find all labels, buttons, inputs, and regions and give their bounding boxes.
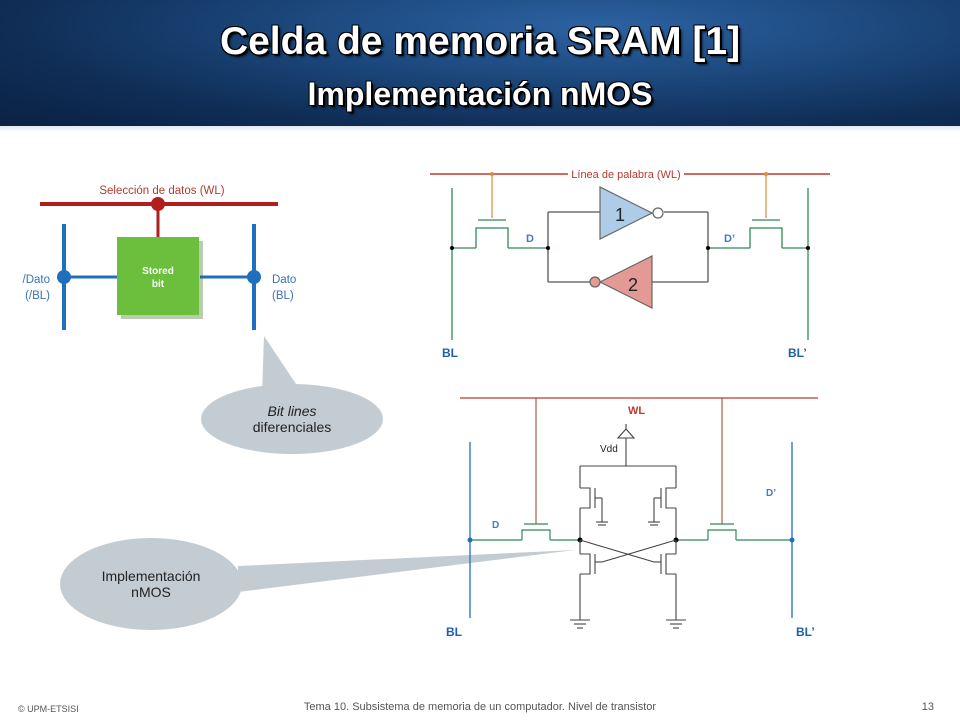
node-d-label: D: [526, 233, 534, 245]
bl-label: BL: [446, 625, 462, 639]
nmos-callout-line2: nMOS: [131, 584, 171, 600]
pulldown-right-body: [665, 553, 676, 575]
node-d-prime-dot: [706, 246, 710, 250]
access-left-channel: [475, 227, 509, 248]
cross-couple-2: [601, 539, 677, 563]
cross-couple-1: [579, 539, 655, 563]
stored-bit-label-1: Stored: [142, 266, 174, 277]
inverter-2: [598, 255, 653, 309]
gate-right-node: [764, 172, 768, 176]
bitlines-callout-line1: Bit lines: [267, 403, 317, 419]
sram-concept-diagram: Stored bit Selección de datos (WL) /Dato…: [23, 185, 296, 330]
bitlines-callout-pointer: [262, 336, 300, 394]
inverter-1-bubble: [652, 207, 664, 219]
bl-prime-tap: [789, 537, 795, 543]
access-right-channel: [749, 227, 783, 248]
node-d-dot: [546, 246, 550, 250]
node-d-prime-label: D’: [724, 233, 735, 245]
right-bit-label-2: (BL): [272, 290, 294, 302]
nmos-callout: Implementación nMOS: [60, 538, 242, 630]
pullup-left-body: [580, 487, 591, 509]
nmos-callout-line1: Implementación: [101, 568, 201, 584]
word-line-node: [151, 197, 165, 211]
stored-bit-label-2: bit: [152, 279, 165, 290]
wl-label: Línea de palabra (WL): [571, 169, 680, 181]
vdd-symbol: [616, 428, 636, 439]
node-d-label: D: [492, 520, 499, 531]
wl-label: Selección de datos (WL): [99, 185, 224, 197]
transistor-cell-diagram: WL Vdd D: [446, 397, 818, 639]
bl-tap: [450, 246, 454, 250]
bl-prime-tap: [806, 246, 810, 250]
wl-label-bg: [568, 167, 684, 181]
left-bit-label-1: /Dato: [23, 274, 51, 286]
right-bit-label-1: Dato: [272, 274, 296, 286]
title-banner: [0, 0, 960, 132]
bl-prime-label: BL’: [788, 346, 807, 360]
gate-left-node: [490, 172, 494, 176]
wl-label: WL: [628, 405, 645, 417]
vdd-label: Vdd: [600, 444, 618, 455]
access-left-channel: [521, 529, 551, 540]
inverter-1-label: 1: [615, 205, 625, 225]
pullup-right-body: [665, 487, 676, 509]
access-right-channel: [707, 529, 737, 540]
bl-label: BL: [442, 346, 458, 360]
bl-prime-label: BL’: [796, 625, 815, 639]
inverter-cell-diagram: Línea de palabra (WL) 1 2 D D’ BL BL’: [430, 167, 830, 360]
slide-subtitle: Implementación nMOS: [307, 76, 653, 112]
inverter-1: [599, 186, 654, 240]
pulldown-left-body: [580, 553, 591, 575]
stored-bit-cell: [117, 237, 199, 315]
left-bit-label-2: (/BL): [25, 290, 50, 302]
inverter-2-label: 2: [628, 275, 638, 295]
footer-page-number: 13: [921, 701, 934, 713]
footer-copyright: © UPM-ETSISI: [18, 704, 79, 714]
bl-tap: [467, 537, 473, 543]
bit-line-left-node: [57, 270, 71, 284]
bitlines-callout: Bit lines diferenciales: [201, 384, 383, 454]
inverter-2-bubble: [589, 276, 601, 288]
slide-title: Celda de memoria SRAM [1]: [219, 20, 741, 63]
bitlines-callout-line2: diferenciales: [252, 419, 332, 435]
node-d-prime-label: D’: [766, 488, 776, 499]
footer-topic: Tema 10. Subsistema de memoria de un com…: [303, 701, 657, 713]
nmos-callout-pointer: [238, 550, 575, 592]
bit-line-right-node: [247, 270, 261, 284]
